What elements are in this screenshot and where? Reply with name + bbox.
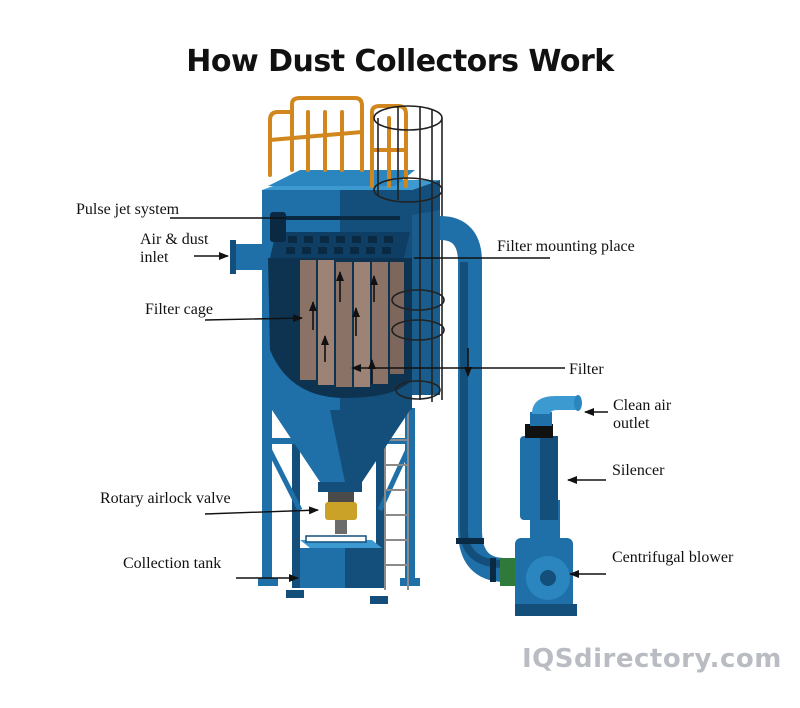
label-pointers — [170, 217, 608, 582]
clean-air-outlet — [532, 395, 582, 414]
diagram-title: How Dust Collectors Work — [186, 44, 614, 79]
silencer — [520, 412, 560, 540]
label-centrifugal-blower: Centrifugal blower — [612, 549, 734, 566]
top-railing — [268, 96, 408, 188]
label-clean-air-outlet-line1: Clean air — [613, 397, 672, 414]
label-filter-cage: Filter cage — [145, 301, 213, 318]
label-filter: Filter — [569, 361, 604, 378]
label-pulse-jet-system: Pulse jet system — [76, 201, 180, 218]
inlet-nozzle — [230, 240, 264, 274]
airflow-arrows — [309, 271, 378, 384]
label-clean-air-outlet-line2: outlet — [613, 415, 650, 432]
centrifugal-blower — [500, 538, 577, 616]
filter-bags — [300, 260, 404, 387]
watermark: IQSdirectory.com — [522, 644, 782, 674]
collection-tank — [300, 535, 382, 588]
label-air-dust-inlet-line2: inlet — [140, 249, 169, 266]
safety-cage — [373, 105, 445, 402]
label-air-dust-inlet-line1: Air & dust — [140, 231, 209, 248]
label-silencer: Silencer — [612, 462, 665, 479]
label-rotary-airlock-valve: Rotary airlock valve — [100, 490, 231, 507]
label-collection-tank: Collection tank — [123, 555, 222, 572]
rotary-airlock-valve — [325, 492, 357, 534]
hopper — [272, 410, 410, 492]
exhaust-duct — [439, 216, 525, 582]
label-filter-mounting-place: Filter mounting place — [497, 238, 635, 255]
